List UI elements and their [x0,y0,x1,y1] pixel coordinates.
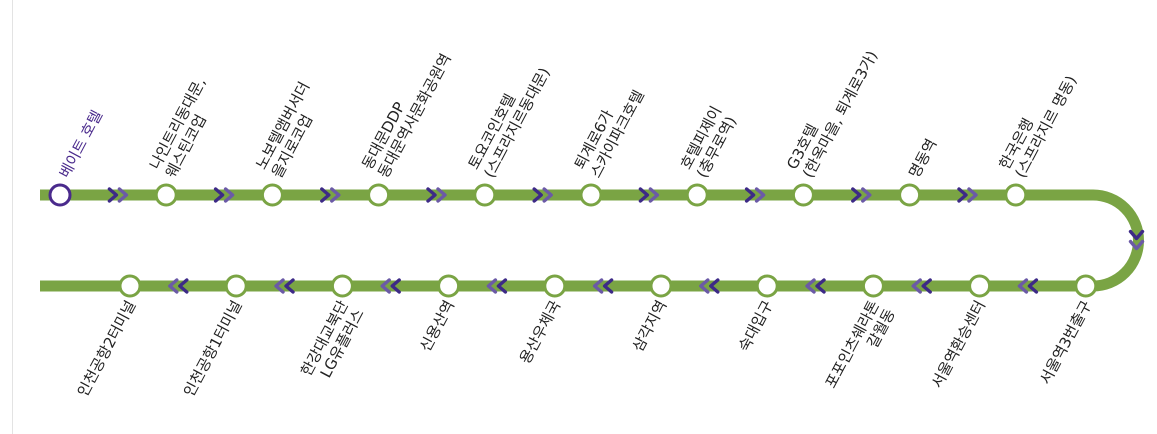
route-line [40,189,1144,292]
double-chevron-left-icon [284,278,295,294]
stop-label: 퇴계로6가스카이파크호텔 [571,79,648,181]
stop-label-line: 서울역환승센터 [928,297,989,391]
stop-marker[interactable] [473,183,497,207]
current-stop-label: 베이트 호텔 [56,107,107,181]
stop-label: 나인트리동대문,웨스틴코업 [146,74,225,180]
double-chevron-right-icon [436,187,447,203]
stop-marker[interactable] [224,274,248,298]
stop-label: 용산우체국 [516,297,564,367]
stop-label: 한국은행(스프라지르 명동) [996,64,1081,181]
double-chevron-left-icon [390,278,401,294]
stop-label: 인천공항2터미널 [74,297,140,399]
double-chevron-right-icon [532,187,543,203]
stop-marker[interactable] [579,183,603,207]
stop-label-line: 명동역 [905,136,940,181]
stop-marker[interactable] [367,183,391,207]
double-chevron-left-icon [178,278,189,294]
stop-marker[interactable] [543,274,567,298]
stop-label: 삼각지역 [629,297,671,354]
stop-label: 노보텔앰버서더을지로코업 [252,79,329,181]
stop-label: G3호텔(한옥마을, 퇴계로3가) [783,39,881,181]
double-chevron-right-icon [426,187,437,203]
stop-marker[interactable] [685,183,709,207]
double-chevron-left-icon [486,278,498,294]
double-chevron-left-icon [1017,278,1029,294]
double-chevron-right-icon [754,187,766,203]
double-chevron-left-icon [168,278,179,294]
double-chevron-left-icon [805,278,816,294]
double-chevron-left-icon [274,278,285,294]
stop-marker[interactable] [260,183,284,207]
double-chevron-right-icon [223,187,235,203]
stop-label: 호텔피제이(충무로역) [677,103,741,181]
stop-label: 인천공항1터미널 [180,297,246,399]
stop-label: 한강대교북단LG유플러스 [297,297,368,387]
stop-marker[interactable] [755,274,779,298]
stop-marker[interactable] [154,183,178,207]
double-chevron-right-icon [967,187,978,203]
double-chevron-left-icon [592,278,604,294]
stop-label-line: 인천공항1터미널 [180,297,246,399]
stop-label-line: 숙대입구 [735,297,777,354]
stop-label: 동대문DDP동대문역사문화공원역 [358,42,455,181]
stop-label: 숙대입구 [735,297,777,354]
stop-marker[interactable] [861,274,885,298]
double-chevron-left-icon [699,278,710,294]
double-chevron-left-icon [709,278,720,294]
stop-marker[interactable] [118,274,142,298]
double-chevron-right-icon [744,187,756,203]
stop-label: 서울역환승센터 [928,297,989,391]
stop-label-line: 인천공항2터미널 [74,297,140,399]
double-chevron-right-icon [542,187,553,203]
double-chevron-left-icon [911,278,922,294]
panel-border [12,0,13,434]
double-chevron-left-icon [1027,278,1039,294]
direction-arrows [107,187,1145,294]
double-chevron-right-icon [330,187,341,203]
stop-label: 포포인츠쉐라톤갈월동 [822,297,899,399]
stop-label: 서울역3번출구 [1036,297,1095,387]
double-chevron-left-icon [496,278,508,294]
stop-labels: 베이트 호텔 나인트리동대문,웨스틴코업 노보텔앰버서더을지로코업 동대문DDP동대문… [56,39,1096,400]
stop-marker[interactable] [968,274,992,298]
stop-label-line: 신용산역 [416,297,458,354]
route-line-path [40,189,1144,292]
stop-marker[interactable] [1004,183,1028,207]
double-chevron-right-icon [851,187,862,203]
stop-label: 신용산역 [416,297,458,354]
stop-marker[interactable] [330,274,354,298]
stop-label-line: 베이트 호텔 [56,107,107,181]
current-stop-marker[interactable] [48,183,72,207]
double-chevron-down-icon [1128,239,1145,251]
double-chevron-right-icon [957,187,968,203]
double-chevron-left-icon [380,278,391,294]
stop-marker[interactable] [898,183,922,207]
double-chevron-right-icon [320,187,331,203]
stop-marker[interactable] [437,274,461,298]
double-chevron-left-icon [815,278,826,294]
double-chevron-left-icon [602,278,614,294]
double-chevron-right-icon [861,187,872,203]
double-chevron-right-icon [648,187,660,203]
stop-label: 명동역 [905,136,940,181]
double-chevron-down-icon [1128,229,1145,241]
double-chevron-right-icon [213,187,225,203]
stop-label-line: 삼각지역 [629,297,671,354]
stop-label-line: (한옥마을, 퇴계로3가) [799,48,881,181]
stop-marker[interactable] [791,183,815,207]
stop-marker[interactable] [649,274,673,298]
double-chevron-right-icon [117,187,129,203]
stop-label: 토요코인호텔(스프라지르동대문) [465,56,554,181]
double-chevron-right-icon [107,187,119,203]
stop-marker[interactable] [1074,274,1098,298]
stops [48,183,1098,298]
stop-label-line: 서울역3번출구 [1036,297,1095,387]
double-chevron-left-icon [921,278,932,294]
double-chevron-right-icon [638,187,650,203]
stop-label-line: 용산우체국 [516,297,564,367]
